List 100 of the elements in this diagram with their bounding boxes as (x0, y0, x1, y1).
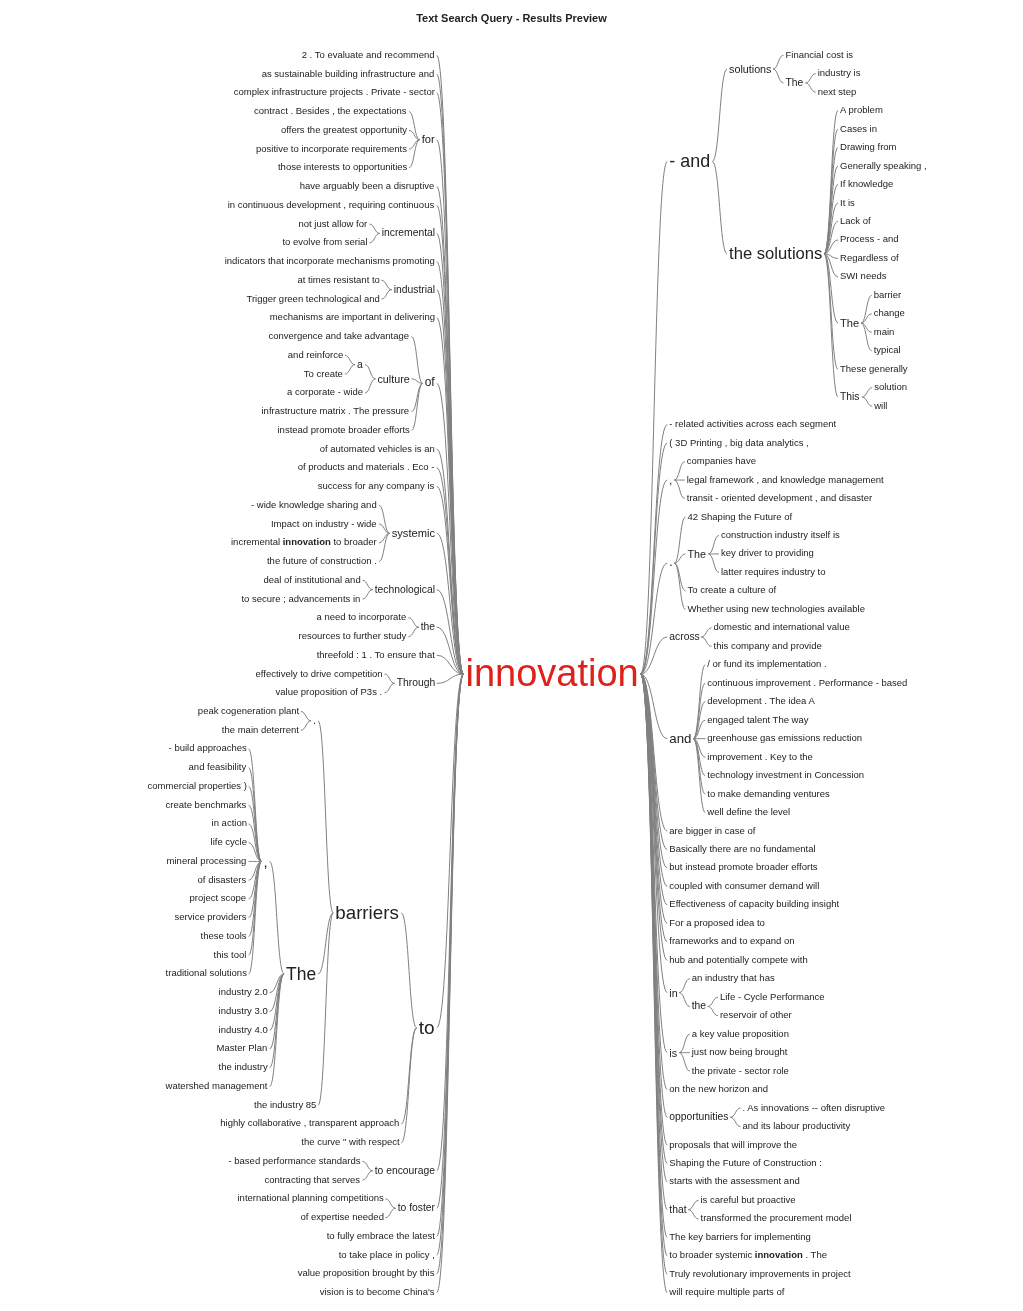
connector-line (692, 738, 706, 814)
connector-line (400, 912, 418, 1029)
connector-line (408, 139, 421, 169)
phrase-text: transit - oriented development , and disaster (686, 493, 873, 504)
phrase-text: in continuous development , requiring continuous (227, 199, 435, 211)
connector-line (408, 626, 420, 637)
phrase-text: It is (840, 197, 855, 209)
branch-word: technological (374, 583, 435, 596)
phrase-text: project scope (189, 893, 247, 905)
connector-line (707, 1005, 719, 1017)
connector-line (708, 553, 720, 573)
connector-line (692, 738, 706, 740)
phrase-text: To create a culture of (687, 585, 777, 597)
branch-word: for (421, 133, 435, 147)
phrase-text: life cycle (210, 837, 247, 849)
phrase-text: complex infrastructure projects . Private - sector (233, 87, 435, 99)
phrase-text: are bigger in case of (669, 825, 756, 837)
phrase-text: development . The idea A (707, 696, 815, 708)
connector-line (772, 68, 784, 84)
phrase-text: the curve " with respect (301, 1137, 400, 1149)
connector-line (269, 973, 285, 1087)
phrase-text: peak cogeneration plant (197, 706, 300, 717)
phrase-text: these tools (200, 930, 247, 942)
phrase-text: convergence and take advantage (268, 331, 409, 342)
connector-line (678, 1052, 691, 1054)
connector-line (362, 1160, 374, 1172)
branch-word: to encourage (374, 1164, 435, 1177)
phrase-text: Basically there are no fundamental (669, 843, 816, 855)
phrase-text: value proposition of P3s . (275, 687, 383, 699)
phrase-text: commercial properties ) (147, 780, 247, 792)
phrase-text: Life - Cycle Performance (719, 991, 825, 1003)
connector-line (411, 382, 424, 431)
phrase-text: continuous improvement . Performance - based (707, 677, 908, 689)
phrase-text: watershed management (165, 1080, 268, 1092)
connector-line (708, 534, 720, 555)
connector-line (640, 673, 668, 740)
phrase-text: as sustainable building infrastructure and (261, 68, 435, 80)
phrase-text: next step (817, 86, 857, 98)
connector-line (369, 232, 381, 244)
connector-line (378, 504, 391, 534)
phrase-text: . As innovations -- often disruptive (742, 1102, 886, 1114)
phrase-text: service providers (174, 912, 247, 924)
phrase-text: have arguably been a disruptive (299, 181, 435, 192)
connector-line (408, 617, 420, 628)
phrase-text: Impact on industry - wide (271, 518, 377, 530)
phrase-text: the main deterrent (221, 724, 299, 736)
phrase-text: proposals that will improve the (669, 1139, 798, 1151)
branch-word: incremental (381, 227, 436, 240)
phrase-text: threefold : 1 . To ensure that (316, 649, 435, 661)
branch-word: is (669, 1046, 678, 1059)
branch-word: the solutions (729, 244, 823, 264)
branch-word: solutions (729, 63, 772, 76)
phrase-text: / or fund its implementation . (707, 659, 827, 671)
connector-line (385, 1198, 397, 1209)
phrase-text: change (873, 308, 905, 320)
phrase-text: industry is (817, 68, 861, 80)
connector-line (344, 354, 356, 366)
phrase-text: just now being brought (691, 1047, 788, 1059)
connector-line (248, 860, 263, 975)
connector-line (436, 673, 464, 684)
phrase-text: an industry that has (691, 973, 775, 985)
connector-line (408, 129, 421, 141)
phrase-text: Financial cost is (785, 49, 854, 61)
connector-line (248, 860, 263, 900)
connector-line (408, 111, 421, 141)
connector-line (378, 532, 391, 544)
phrase-text: is careful but proactive (700, 1194, 796, 1206)
connector-line (317, 912, 334, 975)
phrase-text: Process - and (840, 234, 899, 246)
phrase-text: and feasibility (188, 762, 247, 774)
branch-word: and (669, 731, 692, 747)
phrase-text: mineral processing (166, 855, 247, 867)
phrase-text: those interests to opportunities (278, 162, 408, 174)
connector-line (678, 1052, 691, 1072)
phrase-text: value proposition brought by this (297, 1268, 435, 1280)
branch-word: across (669, 631, 700, 643)
phrase-text: resources to further study (298, 631, 407, 642)
phrase-text: deal of institutional and (263, 574, 361, 586)
phrase-text: ( 3D Printing , big data analytics , (669, 437, 809, 449)
phrase-text: and its labour productivity (742, 1121, 851, 1132)
phrase-text: Whether using new technologies available (687, 603, 865, 615)
phrase-text: typical (873, 345, 901, 357)
connector-line (378, 523, 391, 534)
phrase-text: Effectiveness of capacity building insight (669, 899, 840, 911)
phrase-text: barrier (873, 289, 902, 301)
phrase-text: infrastructure matrix . The pressure (261, 406, 410, 417)
branch-word: opportunities (669, 1111, 729, 1124)
connector-line (384, 682, 396, 694)
branch-word: a (357, 358, 363, 371)
phrase-text: of expertise needed (300, 1212, 384, 1224)
phrase-text: A problem (840, 105, 883, 117)
phrase-text: the private - sector role (691, 1065, 789, 1077)
phrase-text: key driver to providing (720, 548, 814, 560)
connector-line (364, 364, 376, 380)
phrase-text: a key value proposition (691, 1028, 789, 1040)
phrase-text: indicators that incorporate mechanisms promoting (224, 256, 435, 267)
phrase-text: will (874, 400, 888, 412)
phrase-text: to secure ; advancements in (241, 593, 361, 605)
connector-line (673, 562, 686, 610)
connector-line (400, 1027, 418, 1144)
